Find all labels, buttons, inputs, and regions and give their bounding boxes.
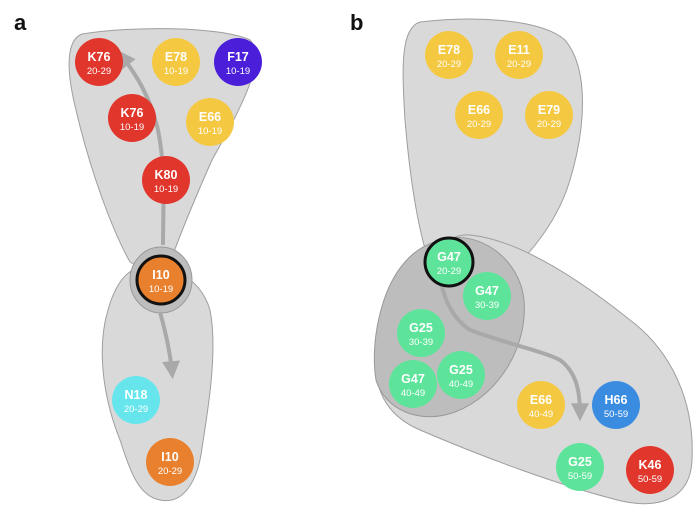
node-range-label: 30-39 (409, 337, 433, 348)
node-range-label: 10-19 (198, 126, 222, 137)
node-e66-40-49: E66 40-49 (517, 381, 565, 429)
node-g47-20-29: G47 20-29 (423, 236, 475, 288)
node-e79-20-29: E79 20-29 (525, 91, 573, 139)
node-code-label: G25 (568, 455, 592, 469)
panel-b-label: b (350, 10, 363, 35)
node-range-label: 30-39 (475, 300, 499, 311)
node-circle (135, 254, 187, 306)
node-i10-20-29: I10 20-29 (146, 438, 194, 486)
node-g25-40-49: G25 40-49 (437, 351, 485, 399)
node-range-label: 50-59 (604, 409, 628, 420)
node-circle (389, 360, 437, 408)
node-code-label: E66 (530, 393, 552, 407)
panel-b-arrow (438, 279, 589, 422)
node-k76-10-19: K76 10-19 (108, 94, 156, 142)
node-range-label: 40-49 (401, 388, 425, 399)
node-g47-40-49: G47 40-49 (389, 360, 437, 408)
node-circle (437, 351, 485, 399)
node-g25-50-59: G25 50-59 (556, 443, 604, 491)
node-circle (626, 446, 674, 494)
node-range-label: 20-29 (87, 66, 111, 77)
panel-b: b E7820-29E1120-29E6620-29E7920-29G4720-… (350, 10, 693, 504)
panel-a-lower-region (101, 266, 214, 502)
node-code-label: K76 (88, 50, 111, 64)
node-range-label: 40-49 (529, 409, 553, 420)
node-circle (214, 38, 262, 86)
panel-a-arrow (117, 50, 166, 246)
node-range-label: 20-29 (507, 59, 531, 70)
node-h66-50-59: H66 50-59 (592, 381, 640, 429)
node-e11-20-29: E11 20-29 (495, 31, 543, 79)
node-range-label: 20-29 (437, 266, 461, 277)
node-circle (142, 156, 190, 204)
node-code-label: G47 (437, 250, 461, 264)
node-code-label: G25 (449, 363, 473, 377)
node-range-label: 20-29 (158, 466, 182, 477)
node-circle (517, 381, 565, 429)
node-range-label: 20-29 (537, 119, 561, 130)
node-code-label: E78 (438, 43, 460, 57)
node-e78-20-29: E78 20-29 (425, 31, 473, 79)
node-k46-50-59: K46 50-59 (626, 446, 674, 494)
node-circle (455, 91, 503, 139)
node-circle (186, 98, 234, 146)
node-range-label: 40-49 (449, 379, 473, 390)
node-code-label: F17 (227, 50, 249, 64)
node-range-label: 20-29 (437, 59, 461, 70)
node-code-label: G25 (409, 321, 433, 335)
panel-a: a K7620-29E7810-19F1710-19K7610-19E6610-… (14, 10, 262, 502)
node-code-label: K80 (155, 168, 178, 182)
node-e66-20-29: E66 20-29 (455, 91, 503, 139)
node-code-label: N18 (125, 388, 148, 402)
node-circle (146, 438, 194, 486)
node-circle (592, 381, 640, 429)
node-range-label: 10-19 (120, 122, 144, 133)
node-circle (112, 376, 160, 424)
node-k80-10-19: K80 10-19 (142, 156, 190, 204)
node-range-label: 20-29 (467, 119, 491, 130)
node-code-label: E66 (199, 110, 221, 124)
node-range-label: 10-19 (226, 66, 250, 77)
node-circle (463, 272, 511, 320)
node-circle (425, 31, 473, 79)
node-k76-20-29: K76 20-29 (75, 38, 123, 86)
node-code-label: K46 (639, 458, 662, 472)
node-range-label: 50-59 (638, 474, 662, 485)
node-code-label: G47 (401, 372, 425, 386)
node-code-label: H66 (605, 393, 628, 407)
node-e66-10-19: E66 10-19 (186, 98, 234, 146)
panel-a-arrow-down (158, 311, 180, 380)
node-g47-30-39: G47 30-39 (463, 272, 511, 320)
node-circle (75, 38, 123, 86)
node-code-label: G47 (475, 284, 499, 298)
node-circle (556, 443, 604, 491)
node-i10-10-19: I10 10-19 (135, 254, 187, 306)
node-range-label: 10-19 (149, 284, 173, 295)
node-code-label: K76 (121, 106, 144, 120)
node-f17-10-19: F17 10-19 (214, 38, 262, 86)
node-code-label: I10 (161, 450, 178, 464)
node-e78-10-19: E78 10-19 (152, 38, 200, 86)
node-n18-20-29: N18 20-29 (112, 376, 160, 424)
node-circle (495, 31, 543, 79)
node-range-label: 10-19 (154, 184, 178, 195)
node-range-label: 10-19 (164, 66, 188, 77)
node-circle (423, 236, 475, 288)
node-circle (108, 94, 156, 142)
node-code-label: E11 (508, 43, 530, 57)
node-code-label: E66 (468, 103, 490, 117)
panel-a-label: a (14, 10, 27, 35)
node-code-label: E78 (165, 50, 187, 64)
node-circle (525, 91, 573, 139)
node-code-label: I10 (152, 268, 169, 282)
node-g25-30-39: G25 30-39 (397, 309, 445, 357)
node-range-label: 20-29 (124, 404, 148, 415)
node-code-label: E79 (538, 103, 560, 117)
node-range-label: 50-59 (568, 471, 592, 482)
node-circle (397, 309, 445, 357)
node-circle (152, 38, 200, 86)
